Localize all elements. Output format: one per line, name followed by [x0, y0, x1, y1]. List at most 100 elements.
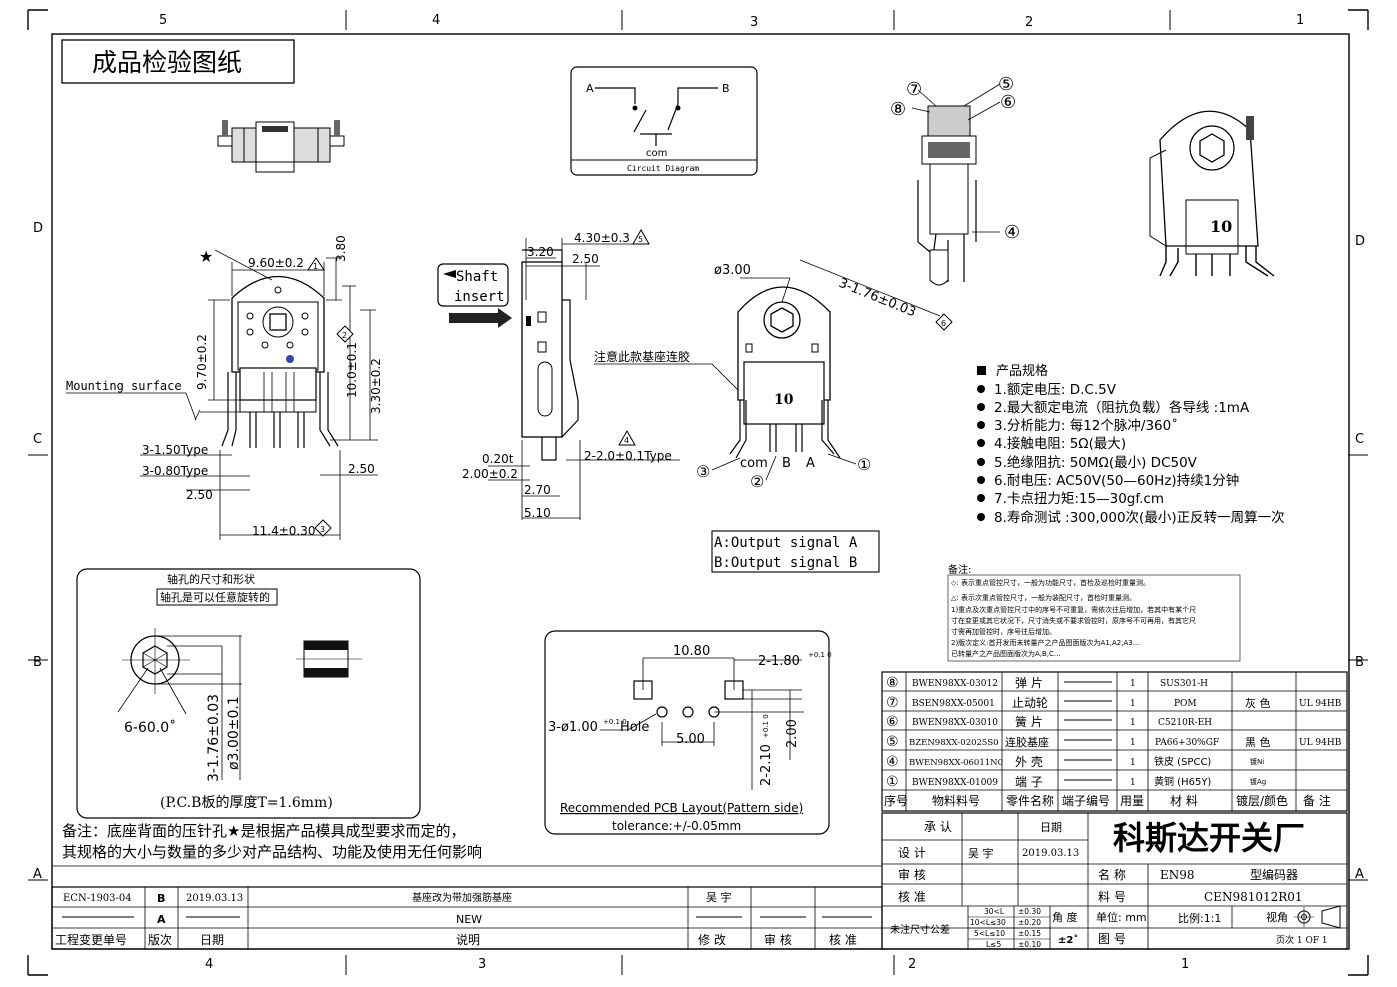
tri-label-1: 1 [313, 262, 318, 271]
remark-title: 备注: [948, 563, 971, 576]
output-signal-b: B:Output signal B [714, 555, 857, 571]
dim-width: 9.60±0.2 [248, 256, 304, 270]
spec-item: 2.最大额定电流（阻抗负载）各导线 :1mA [994, 400, 1250, 416]
tol-value: ±0.10 [1018, 940, 1041, 949]
bom-mat: C5210R-EH [1158, 718, 1212, 728]
bom-mat: 黄铜 (H65Y) [1154, 775, 1211, 788]
top-view-number: 10 [774, 392, 794, 408]
bom-name: 连胶基座 [1005, 735, 1049, 749]
bom-no: ④ [886, 754, 899, 770]
spec-item: 3.分析能力: 每12个脉冲/360˚ [994, 417, 1178, 434]
dim-250b: 2.50 [186, 488, 213, 502]
spec-item: 1.额定电压: D.C.5V [994, 382, 1117, 398]
pcb-dim-200: 2.00 [785, 719, 800, 748]
tb-design: 设 计 [898, 846, 926, 860]
bom-header: 镀层/颜色 [1236, 793, 1288, 808]
bom-color: 镀Ni [1250, 757, 1264, 766]
bom-part: BWEN98XX-03010 [912, 718, 998, 728]
rev-header: 审 核 [764, 932, 792, 947]
col-label: 1 [1181, 957, 1189, 972]
remark-line: ◇: 表示重点管控尺寸，一般为功能尺寸，首检及巡检时重量测。 [951, 578, 1150, 587]
rev-ecn: ECN-1903-04 [63, 893, 132, 904]
pcb-dim-180: 2-1.80 [758, 654, 800, 669]
tb-scale: 比例:1:1 [1178, 911, 1221, 925]
bom-mat: POM [1174, 699, 1197, 709]
title-block: 承 认 日期 科斯达开关厂 设 计 吴 宇 2019.03.13 审 核 核 准… [881, 812, 1348, 950]
bom-qty: 1 [1130, 718, 1136, 728]
circuit-diagram: A B com Circuit Diagram [570, 66, 758, 176]
tb-approve: 承 认 [924, 820, 952, 834]
rev-ver: A [157, 913, 166, 926]
pcb-tol-210: +0.1 0 [762, 714, 770, 738]
circuit-label-a: A [586, 82, 594, 95]
circuit-label-com: com [646, 148, 667, 159]
pcb-hole-tol: +0.1 0 [603, 718, 627, 726]
remark-line: 已转量产之产品图面版次为A,B,C... [951, 649, 1061, 658]
side-note: 注意此款基座连胶 [594, 349, 690, 364]
bom-no: ⑦ [886, 695, 899, 711]
col-label: 4 [205, 957, 213, 972]
tol-range: 5<L≤10 [974, 929, 1005, 938]
output-signal-box: A:Output signal A B:Output signal B [711, 530, 880, 573]
top-dim-hex: 3-1.76±0.03 [837, 276, 918, 321]
col-label: 2 [1025, 15, 1033, 30]
tol-range: 30<L [984, 907, 1005, 916]
tb-part-value: CEN981012R01 [1204, 890, 1303, 904]
row-label: B [1355, 655, 1364, 670]
side-view: Shaft insert 4.30±0.3 5 3.20 2.50 注意此款基座… [437, 228, 761, 520]
bom-part: BWEN98XX-03012 [912, 679, 998, 689]
dia-label-2: 2 [342, 331, 347, 340]
pcb-hole: 3-ø1.00 [548, 720, 598, 735]
tb-page: 页次 1 OF 1 [1276, 934, 1328, 946]
shaft-label-2: insert [454, 289, 505, 305]
col-label: 5 [159, 13, 167, 28]
tol-range: 10<L≤30 [970, 918, 1006, 927]
circuit-caption: Circuit Diagram [627, 164, 699, 173]
bom-no: ⑤ [886, 734, 899, 750]
bom-header: 材 料 [1170, 794, 1198, 808]
bom-header: 序号 [884, 793, 908, 808]
bom-part: BWEN98XX-06011N0 [909, 758, 1003, 768]
isometric-encoder: 10 [1149, 110, 1275, 277]
projection-symbol [1294, 905, 1341, 929]
shaft-hole-subtitle: 轴孔是可以任意旋转的 [160, 590, 270, 604]
spec-item: 4.接触电阻: 5Ω(最大) [994, 435, 1126, 452]
title-box [61, 39, 295, 84]
shaft-dim-dia: ø3.00±0.1 [226, 696, 242, 770]
bom-header: 物料料号 [932, 794, 980, 808]
top-dim-dia: ø3.00 [714, 263, 751, 278]
tol-value: ±0.20 [1018, 918, 1041, 927]
bom-mat: PA66+30%GF [1155, 738, 1219, 748]
remark-notes: 备注: ◇: 表示重点管控尺寸，一般为功能尺寸，首检及巡检时重量测。 △: 表示… [947, 563, 1241, 662]
bottom-note-line: 备注：底座背面的压针孔★是根据产品模具成型要求而定的， [62, 822, 465, 840]
specs-section: 产品规格 1.额定电压: D.C.5V 2.最大额定电流（阻抗负载）各导线 :1… [977, 363, 1285, 526]
tol-value: ±0.15 [1018, 929, 1041, 938]
tb-view: 视角 [1266, 910, 1288, 924]
front-view: ★ 9.60±0.2 1 3.80 2 9.70±0.2 10.0±0.1 3.… [66, 235, 383, 540]
dim-250: 2.50 [572, 252, 599, 266]
tb-date-label: 日期 [1040, 821, 1062, 834]
tb-angle-value: ±2˚ [1058, 934, 1078, 946]
dim-510: 5.10 [524, 506, 551, 520]
spec-item: 8.寿命测试 :300,000次(最小)正反转一周算一次 [994, 509, 1285, 526]
rev-header: 日期 [200, 933, 224, 947]
bom-mat: 铁皮 (SPCC) [1154, 755, 1211, 768]
callout-3: ③ [696, 462, 710, 481]
remark-line: 寸需再加管控时，序号往后增加。 [951, 627, 1056, 636]
tb-drawing-no: 图 号 [1098, 932, 1126, 946]
callout-1: ① [857, 455, 871, 474]
iso-number: 10 [1210, 217, 1232, 236]
bom-header: 用量 [1120, 794, 1144, 808]
bom-name: 端 子 [1015, 775, 1043, 789]
pcb-thickness: (P.C.B板的厚度T=1.6mm) [160, 795, 333, 811]
bom-name: 簧 片 [1015, 714, 1043, 729]
type-label-2: 3-0.80Type [142, 464, 208, 478]
row-label: B [33, 655, 42, 670]
bom-mat: SUS301-H [1160, 679, 1208, 689]
bom-qty: 1 [1130, 679, 1136, 689]
row-label: D [1355, 234, 1365, 249]
output-signal-a: A:Output signal A [714, 535, 858, 551]
tb-part-label: 料 号 [1098, 890, 1126, 904]
rev-header: 版次 [148, 933, 172, 947]
rev-header: 说明 [456, 932, 480, 947]
